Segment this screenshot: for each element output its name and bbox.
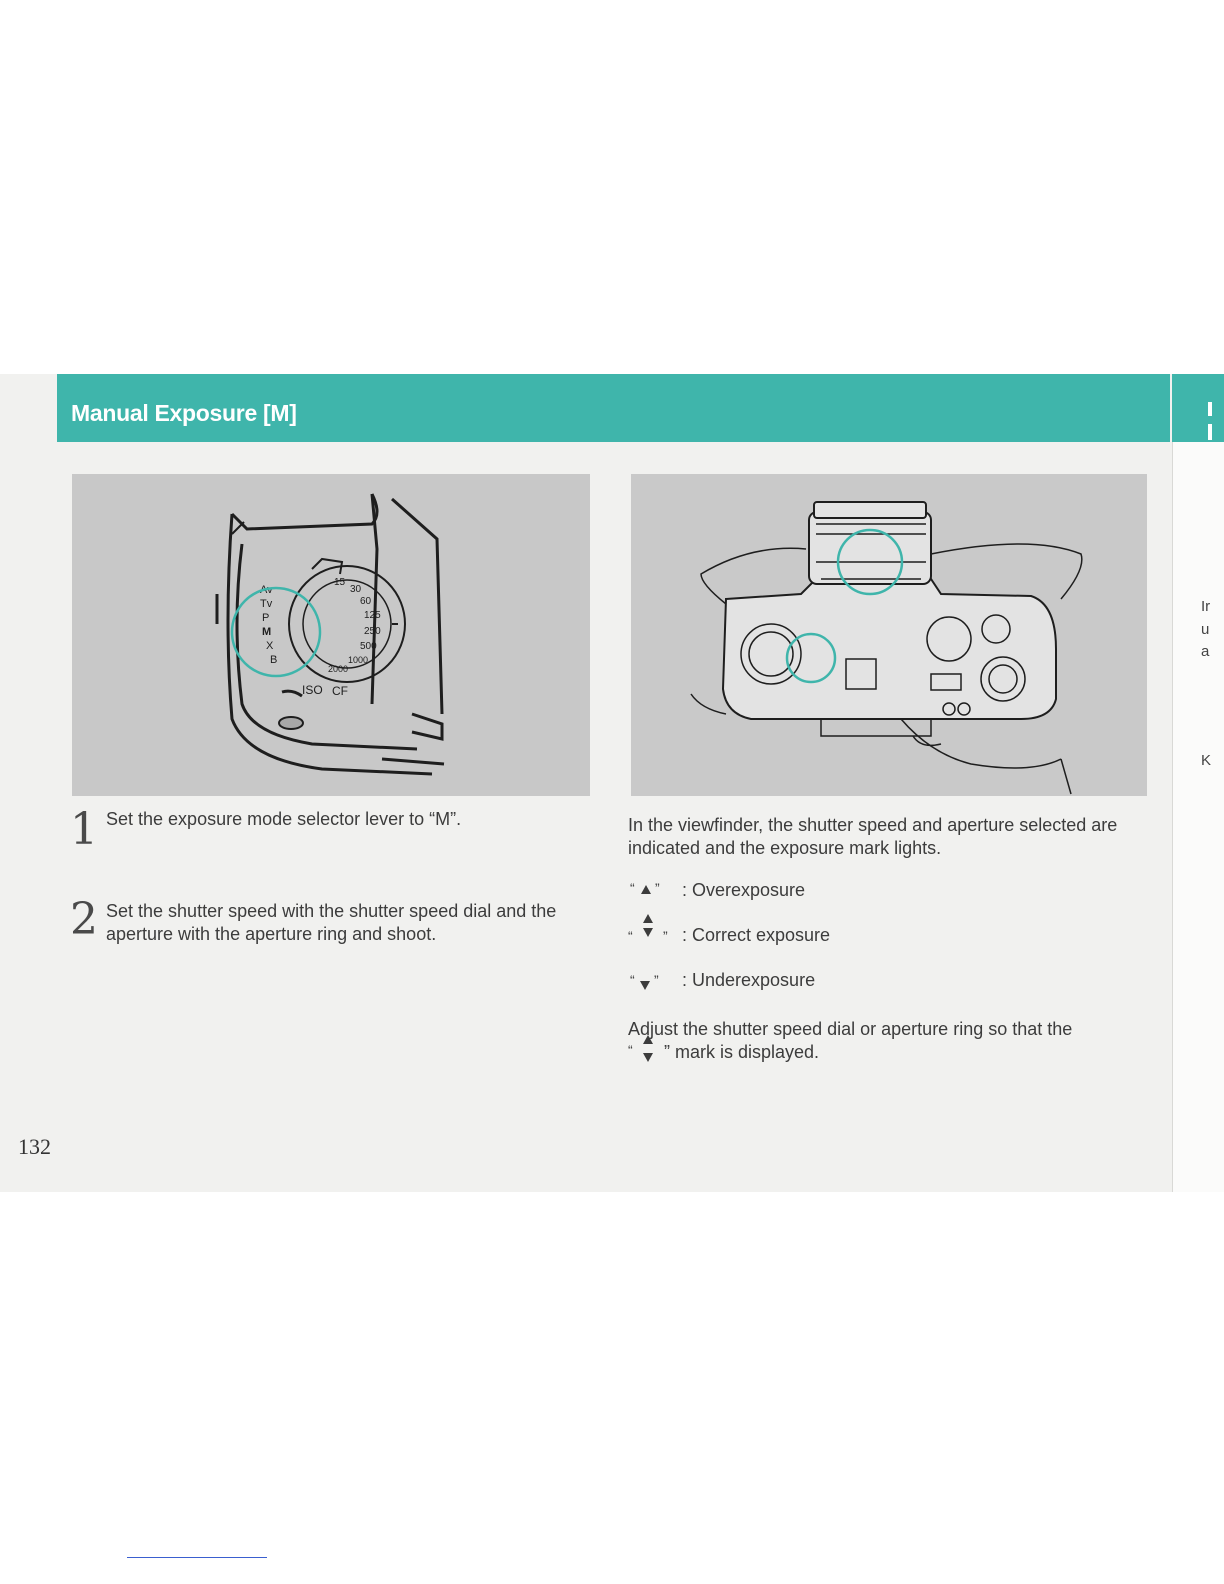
viewfinder-explanation: In the viewfinder, the shutter speed and… — [628, 815, 1118, 858]
underexposure-label: : Underexposure — [682, 970, 816, 990]
mode-label: Tv — [260, 598, 273, 610]
mode-label: X — [266, 640, 274, 652]
correct-exposure-label: : Correct exposure — [682, 925, 831, 945]
mode-label: B — [270, 654, 278, 666]
next-page-edge — [1172, 374, 1224, 1192]
triangle-up-down-icon — [643, 928, 653, 937]
mode-selector-illustration: Av Tv P M X B 15 30 60 125 250 500 1000 … — [72, 474, 590, 796]
next-page-text-fragment: Ir — [1201, 598, 1211, 615]
dial-label: 15 — [334, 577, 346, 588]
triangle-up-down-icon — [643, 1053, 653, 1062]
section-header-bar — [57, 374, 1170, 442]
quote-open: “ — [630, 972, 635, 988]
dial-label: 1000 — [348, 655, 369, 665]
step-instruction: Set the shutter speed with the shutter s… — [106, 901, 557, 944]
mode-label: M — [262, 626, 272, 638]
dial-label: 2000 — [328, 664, 349, 674]
dial-label: 500 — [360, 641, 377, 652]
step-instruction: Set the exposure mode selector lever to … — [106, 809, 462, 829]
next-page-text-fragment: u — [1201, 621, 1210, 638]
quote-open: “ — [630, 880, 635, 896]
adjust-instruction: Adjust the shutter speed dial or apertur… — [628, 1019, 1073, 1039]
quote-open: “ — [628, 1042, 633, 1058]
dial-label: 125 — [364, 610, 381, 621]
dial-label: ISO — [302, 683, 323, 697]
dial-label: 30 — [350, 584, 362, 595]
next-page-text-fragment: a — [1201, 643, 1210, 660]
next-page-header-glyph — [1208, 424, 1212, 440]
quote-open: “ — [628, 928, 633, 944]
footer-rule — [127, 1557, 267, 1558]
dial-label: 60 — [360, 596, 372, 607]
step-number: 2 — [70, 894, 98, 945]
section-title: Manual Exposure [M] — [71, 400, 297, 426]
quote-close: ” — [663, 928, 668, 944]
triangle-up-down-icon — [643, 1035, 653, 1044]
quote-close: ” — [655, 880, 660, 896]
triangle-up-icon — [641, 885, 651, 894]
quote-close: ” — [654, 972, 659, 988]
step-number: 1 — [70, 804, 98, 855]
triangle-down-icon — [640, 981, 650, 990]
next-page-text-fragment: K — [1201, 752, 1212, 769]
overexposure-label: : Overexposure — [682, 880, 806, 900]
triangle-up-down-icon — [643, 914, 653, 923]
camera-top-illustration — [631, 474, 1147, 796]
page-number: 132 — [18, 1134, 51, 1159]
next-page-header-tab — [1172, 374, 1224, 442]
adjust-instruction-end: ” mark is displayed. — [664, 1042, 820, 1062]
dial-label: 250 — [364, 626, 381, 637]
mode-label: Av — [260, 584, 273, 596]
next-page-header-glyph — [1208, 402, 1212, 416]
mode-label: P — [262, 612, 270, 624]
dial-label: CF — [332, 684, 348, 698]
